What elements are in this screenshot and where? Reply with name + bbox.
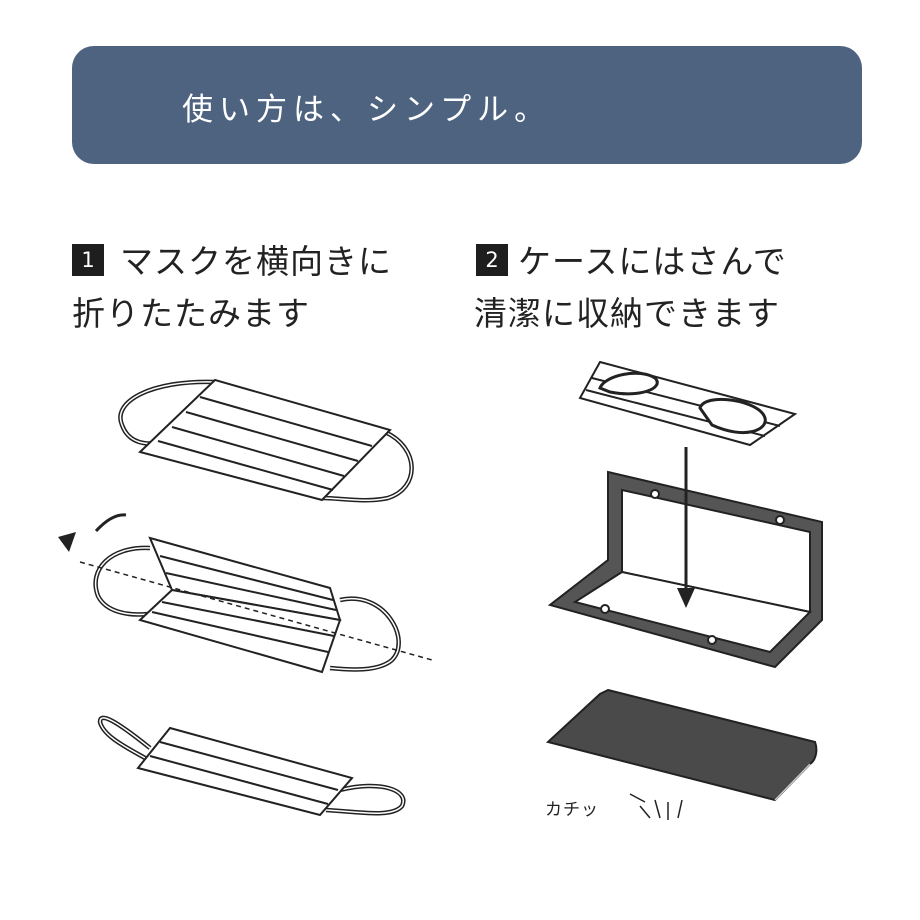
step-2: 2 ケースにはさんで 清潔に収納できます — [474, 236, 787, 340]
open-case-illustration — [547, 447, 823, 669]
step-2-line-1: ケースにはさんで — [518, 242, 787, 281]
step-1-text: マスクを横向きに 折りたたみます — [72, 236, 392, 340]
click-sound-effect-label: カチッ — [545, 800, 599, 820]
mask-flat-illustration — [118, 378, 414, 503]
step-1: 1 マスクを横向きに 折りたたみます — [72, 236, 392, 340]
closed-case-illustration — [545, 688, 818, 820]
mask-folding-illustration — [58, 513, 433, 674]
title-banner: 使い方は、シンプル。 — [72, 46, 862, 164]
mask-folded-illustration — [97, 715, 406, 817]
step-2-line-2: 清潔に収納できます — [474, 294, 780, 333]
folded-mask-illustration — [578, 360, 798, 447]
step-2-text: ケースにはさんで 清潔に収納できます — [474, 236, 787, 340]
step-1-number-badge: 1 — [72, 244, 104, 276]
step-1-line-2: 折りたたみます — [72, 294, 310, 333]
step-1-line-1: マスクを横向きに — [120, 242, 392, 281]
step-2-number-badge: 2 — [476, 244, 508, 276]
banner-title: 使い方は、シンプル。 — [182, 92, 552, 128]
